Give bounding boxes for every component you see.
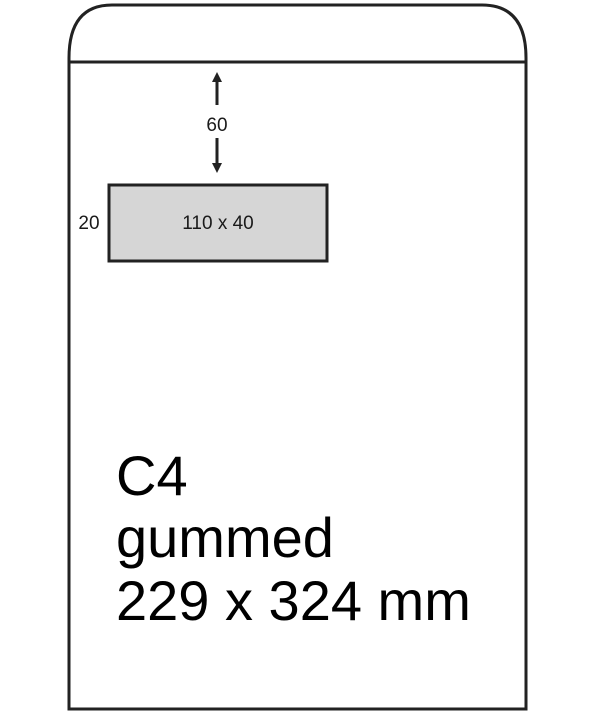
left-offset-label: 20 (78, 213, 99, 234)
window-size-label: 110 x 40 (182, 213, 253, 234)
envelope-flap (67, 3, 528, 62)
address-window (107, 183, 329, 263)
top-offset-label: 60 (206, 115, 227, 136)
envelope-format: C4 (116, 444, 188, 507)
envelope-size: 229 x 324 mm (116, 569, 471, 632)
envelope-body (67, 60, 528, 711)
envelope-closure: gummed (116, 506, 334, 569)
